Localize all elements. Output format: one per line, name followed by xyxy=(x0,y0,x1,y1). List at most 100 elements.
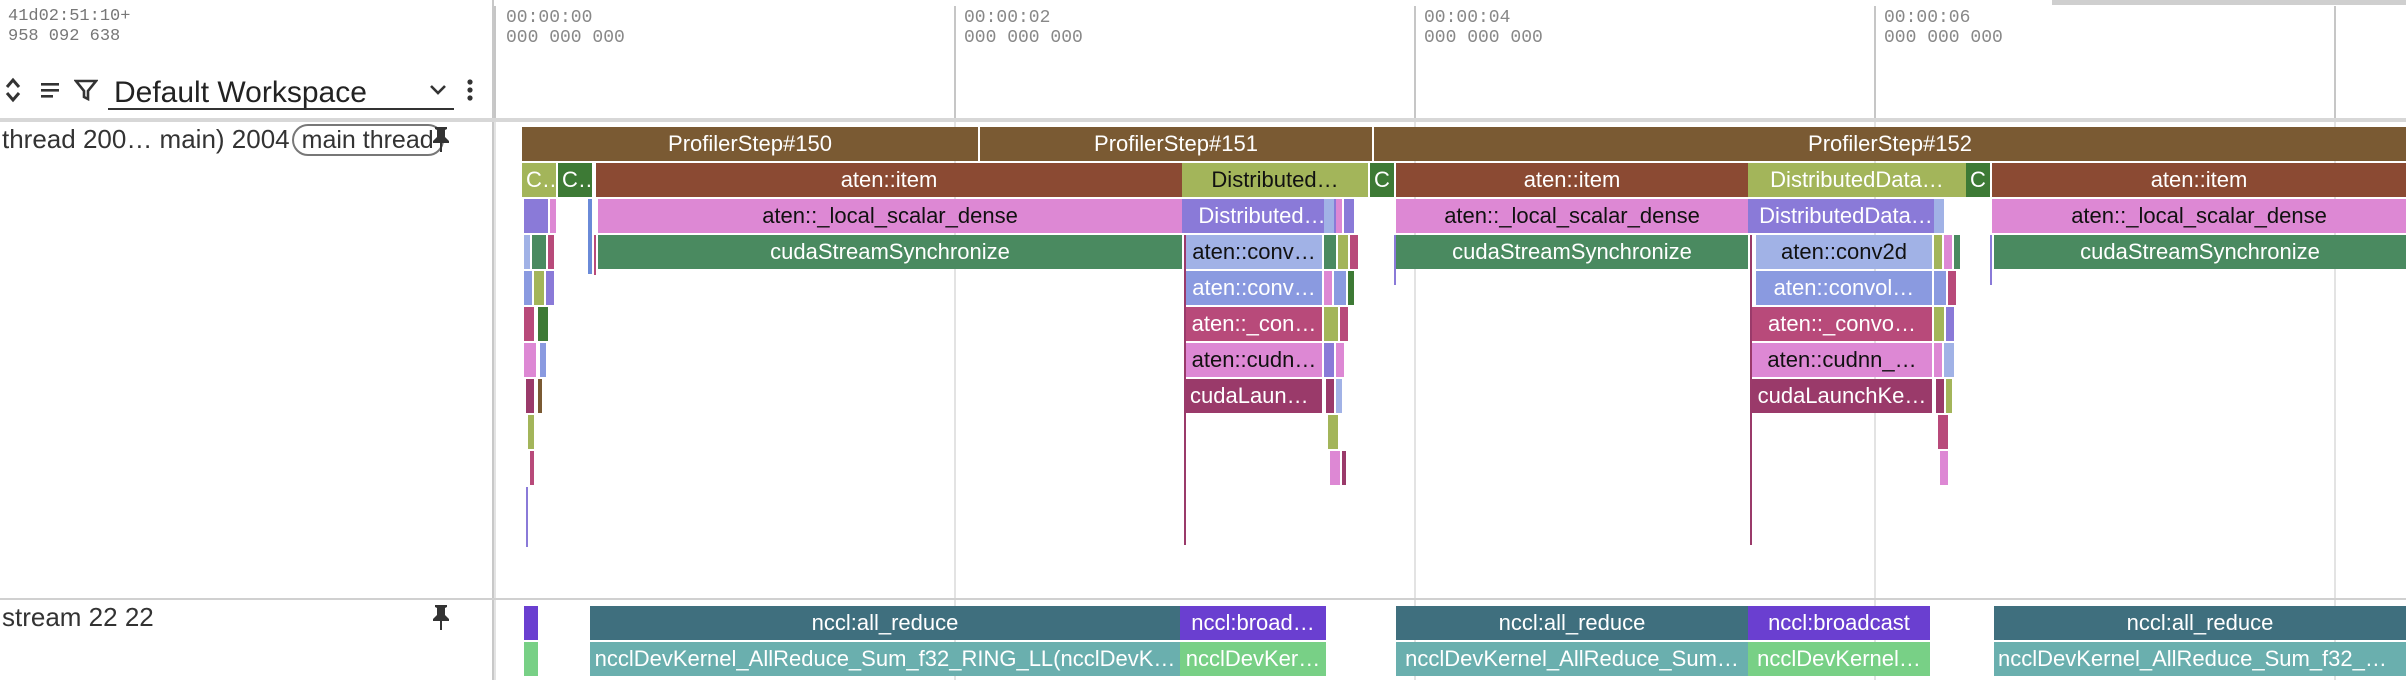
thread-slice[interactable]: aten::item xyxy=(1992,163,2406,197)
thread-slice[interactable]: DistributedData… xyxy=(1748,199,1944,233)
thread-sliver xyxy=(550,199,556,233)
thread-slice[interactable]: aten::conv2d xyxy=(1756,235,1932,269)
sort-lines-icon[interactable] xyxy=(38,76,62,112)
thread-slice[interactable]: aten::_convo… xyxy=(1752,307,1932,341)
thread-slice[interactable]: DistributedData… xyxy=(1748,163,1966,197)
ruler-tick xyxy=(954,6,956,118)
thread-slice[interactable]: cudaLaunch… xyxy=(1186,379,1322,413)
stream-slice[interactable]: nccl:broadcast xyxy=(1748,606,1930,640)
stream-slice[interactable]: nccl:all_reduce xyxy=(590,606,1180,640)
thread-slice[interactable]: aten::convol… xyxy=(1756,271,1932,305)
thread-slice[interactable]: aten::_con… xyxy=(1186,307,1322,341)
workspace-select[interactable]: Default Workspace xyxy=(108,74,454,110)
thread-slice[interactable]: aten::item xyxy=(1396,163,1748,197)
thread-slice[interactable]: cudaStreamSynchronize xyxy=(598,235,1182,269)
thread-sliver xyxy=(594,235,596,275)
thread-slice[interactable]: cudaStreamSynchronize xyxy=(1994,235,2406,269)
stream-slice[interactable]: ncclDevKernel… xyxy=(1748,642,1930,676)
thread-slice[interactable]: ProfilerStep#150 xyxy=(522,127,978,161)
thread-sliver xyxy=(1336,343,1344,377)
thread-slice[interactable]: ProfilerStep#151 xyxy=(980,127,1372,161)
thread-sliver xyxy=(528,415,534,449)
thread-sliver xyxy=(538,307,548,341)
thread-sliver xyxy=(1324,235,1336,269)
thread-slice[interactable]: ProfilerStep#152 xyxy=(1374,127,2406,161)
thread-sliver xyxy=(1184,235,1186,545)
stream-slices-canvas[interactable]: nccl:all_reduce nccl:broad… nccl:all_red… xyxy=(494,600,2406,680)
thread-sliver xyxy=(1394,235,1396,285)
thread-slice[interactable]: aten::item xyxy=(596,163,1182,197)
stream-slice[interactable]: ncclDevKer… xyxy=(1180,642,1326,676)
thread-slice[interactable]: C… xyxy=(522,163,556,197)
thread-slice[interactable]: aten::_local_scalar_dense xyxy=(598,199,1182,233)
kebab-menu-icon[interactable] xyxy=(466,76,474,111)
track-stream-22[interactable]: stream 22 22 nccl:all_reduce nccl:broad…… xyxy=(0,600,2406,680)
stream-slice[interactable]: ncclDevKernel_AllReduce_Sum_f32_RING_LL(… xyxy=(590,642,1180,676)
pin-icon[interactable] xyxy=(430,602,452,632)
tick-ns-label: 000 000 000 xyxy=(964,28,1083,48)
thread-sliver xyxy=(540,343,546,377)
stream-slice[interactable]: ncclDevKernel_AllReduce_Sum… xyxy=(1396,642,1748,676)
time-ruler[interactable]: 00:00:00 000 000 000 00:00:02 000 000 00… xyxy=(494,0,2406,118)
thread-slice[interactable]: aten::_local_scalar_dense xyxy=(1992,199,2406,233)
thread-slice[interactable]: cudaStreamSynchronize xyxy=(1396,235,1748,269)
thread-slice[interactable]: aten::cudnn_… xyxy=(1752,343,1932,377)
thread-sliver xyxy=(1954,235,1960,269)
tick-time-label: 00:00:04 xyxy=(1424,8,1511,28)
thread-slice[interactable]: Distributed… xyxy=(1182,163,1368,197)
thread-slice[interactable]: aten::conv… xyxy=(1186,235,1322,269)
thread-sliver xyxy=(1324,307,1338,341)
thread-sliver xyxy=(524,199,548,233)
thread-sliver xyxy=(524,343,536,377)
thread-slices-canvas[interactable]: ProfilerStep#150 ProfilerStep#151 Profil… xyxy=(494,122,2406,598)
chevron-down-icon xyxy=(428,78,448,109)
timestamp-offset-ns: 958 092 638 xyxy=(8,27,121,46)
tick-time-label: 00:00:06 xyxy=(1884,8,1971,28)
thread-slice[interactable]: C xyxy=(1966,163,1990,197)
tick-ns-label: 000 000 000 xyxy=(1884,28,2003,48)
thread-sliver xyxy=(1324,343,1334,377)
pin-icon[interactable] xyxy=(430,124,452,154)
thread-sliver xyxy=(1946,307,1954,341)
thread-sliver xyxy=(524,307,534,341)
track-name: thread 200… main) 2004 xyxy=(2,124,290,154)
thread-slice[interactable]: Distributed… xyxy=(1182,199,1342,233)
stream-sliver xyxy=(524,642,538,676)
tick-time-label: 00:00:02 xyxy=(964,8,1051,28)
stream-slice[interactable]: nccl:all_reduce xyxy=(1396,606,1748,640)
thread-sliver xyxy=(1344,199,1354,233)
thread-sliver xyxy=(534,271,544,305)
thread-sliver xyxy=(1336,379,1342,413)
horizontal-scrollbar[interactable] xyxy=(2052,0,2406,5)
expand-collapse-icon[interactable] xyxy=(4,76,22,112)
track-toolbar: Default Workspace xyxy=(0,70,494,112)
thread-sliver xyxy=(1990,235,1992,285)
stream-slice[interactable]: ncclDevKernel_AllReduce_Sum_f32_RI… xyxy=(1994,642,2406,676)
ruler-tick xyxy=(494,6,496,118)
thread-slice[interactable]: aten::_local_scalar_dense xyxy=(1396,199,1748,233)
filter-icon[interactable] xyxy=(73,76,99,112)
tick-time-label: 00:00:00 xyxy=(506,8,593,28)
thread-sliver xyxy=(1750,235,1752,545)
stream-slice[interactable]: nccl:all_reduce xyxy=(1994,606,2406,640)
thread-sliver xyxy=(1348,271,1354,305)
thread-slice[interactable]: aten::cudn… xyxy=(1186,343,1322,377)
thread-sliver xyxy=(1342,451,1346,485)
timeline-header: 41d02:51:10+ 958 092 638 Default Workspa… xyxy=(0,0,2406,122)
thread-sliver xyxy=(1934,271,1946,305)
thread-slice[interactable]: C… xyxy=(558,163,592,197)
header-controls: 41d02:51:10+ 958 092 638 Default Workspa… xyxy=(0,0,494,118)
thread-slice[interactable]: cudaLaunchKe… xyxy=(1752,379,1932,413)
thread-slice[interactable]: aten::conv… xyxy=(1186,271,1322,305)
track-shell: stream 22 22 xyxy=(0,600,494,680)
thread-sliver xyxy=(1940,451,1948,485)
ruler-tick xyxy=(1414,6,1416,118)
thread-sliver xyxy=(1938,415,1948,449)
stream-sliver xyxy=(524,606,538,640)
thread-sliver xyxy=(526,487,528,547)
thread-sliver xyxy=(1944,343,1954,377)
stream-slice[interactable]: nccl:broad… xyxy=(1180,606,1326,640)
thread-slice[interactable]: C xyxy=(1370,163,1394,197)
